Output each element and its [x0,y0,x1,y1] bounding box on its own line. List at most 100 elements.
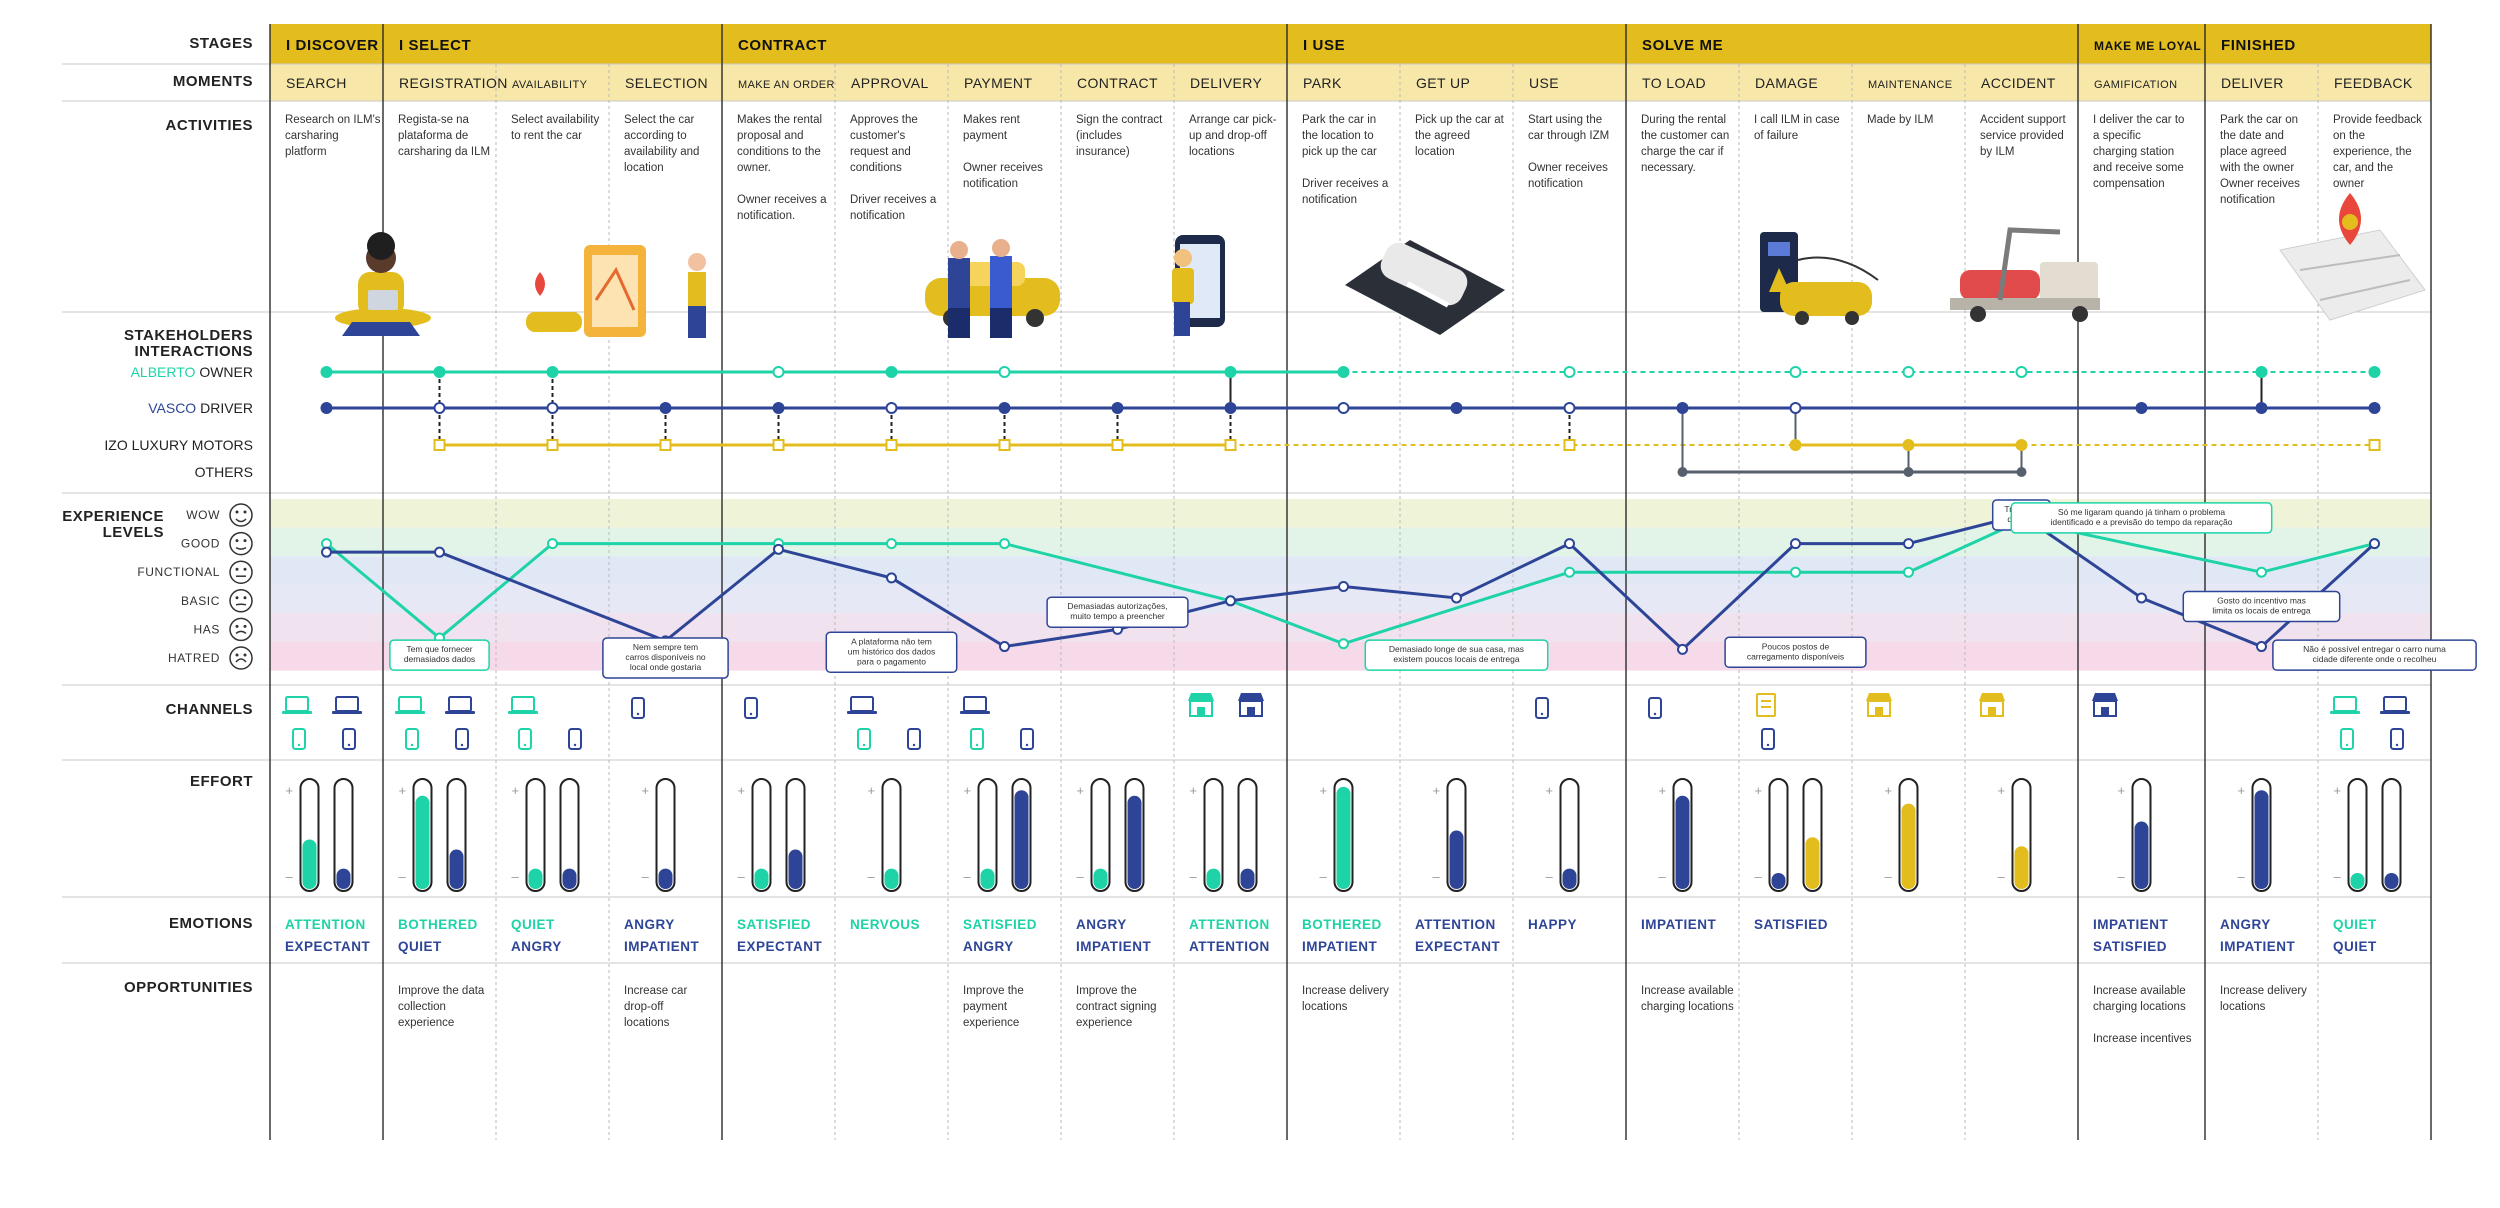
emotion-owner: SATISFIED [737,917,811,932]
izo-touchpoint [772,439,785,451]
laptop-base [282,711,312,714]
driver-touchpoint [998,402,1011,414]
activity-text: place agreed [2220,146,2287,158]
stages-band [270,24,2431,64]
experience-band-has [270,613,2431,642]
stakeholder-role: IZO LUXURY MOTORS [104,437,253,453]
phone-body [857,728,871,750]
emotion-driver: QUIET [2333,939,2377,954]
store-door [2101,707,2109,716]
note-box [389,639,490,671]
store-door [1875,707,1883,716]
effort-track [977,778,998,892]
activity-text: Park the car in [1302,114,1376,126]
effort-fill [336,868,351,889]
owner-experience-point [547,538,558,550]
handshake-car-illustration [925,239,1060,338]
activity-text: compensation [2093,178,2165,190]
emotion-owner: BOTHERED [1302,917,1382,932]
activity-text: Select availability [511,114,599,126]
effort-minus: – [1885,869,1893,884]
face-eye [235,653,239,657]
emotion-driver: QUIET [398,939,442,954]
emotion-owner: BOTHERED [398,917,478,932]
store-door [1247,707,1255,716]
note-box [2182,590,2341,623]
moment-label: MAKE AN ORDER [738,79,835,91]
owner-experience-point [2256,566,2267,578]
moment-label: TO LOAD [1642,75,1706,91]
opportunity-text: collection [398,1001,446,1013]
laptop-icon [282,696,312,714]
effort-bar [785,778,806,892]
emotion-owner: SATISFIED [963,917,1037,932]
face-mouth [235,518,247,523]
activity-text: carsharing [285,130,339,142]
phone-body [518,728,532,750]
stakeholder-name: VASCO [148,400,200,416]
driver-touchpoint [659,402,672,414]
effort-plus: + [1546,783,1554,798]
driver-experience-point [321,546,332,558]
laptop-screen [285,696,309,712]
activity-text: and receive some [2093,162,2184,174]
activity-text: necessary. [1641,162,1696,174]
row-label-effort: EFFORT [190,773,253,790]
effort-minus: – [2238,869,2246,884]
effort-bar [2011,778,2032,892]
owner-experience-point [1790,566,1801,578]
driver-touchpoint [772,402,785,414]
note-text: Gosto do incentivo mas [2217,596,2306,606]
activity-text: notification [1528,178,1583,190]
effort-minus: – [868,869,876,884]
activity-text: Made by ILM [1867,114,1933,126]
driver-experience-point [1790,538,1801,550]
effort-plus: + [1998,783,2006,798]
effort-fill [1675,795,1690,889]
face-mouth [235,658,247,663]
phone-body [907,728,921,750]
activity-text: to rent the car [511,130,582,142]
building-body [1756,693,1776,717]
activity-text: Arrange car pick- [1189,114,1277,126]
moment-label: PAYMENT [964,75,1032,91]
owner-experience-point [886,538,897,550]
moment-label: MAINTENANCE [1868,79,1952,91]
effort-fill [2384,873,2399,889]
opportunity-text: Increase available [2093,985,2186,997]
driver-touchpoint [1676,402,1689,414]
activity-text: owner. [737,162,771,174]
activity-text: with the owner [2219,162,2294,174]
effort-fill [1562,868,1577,889]
effort-track [559,778,580,892]
effort-bar [1237,778,1258,892]
driver-experience-point [1338,581,1349,592]
emotion-owner: IMPATIENT [1641,917,1716,932]
face-hatred-icon [229,646,253,670]
face-has-icon [229,617,253,642]
phone-icon [631,697,645,719]
activity-text: availability and [624,146,699,158]
activity-text: Provide feedback [2333,114,2422,126]
face-outline [229,617,253,642]
effort-minus: – [964,869,972,884]
row-label-levels: LEVELS [103,524,164,541]
stakeholder-role: OWNER [199,364,253,380]
laptop-icon [445,696,475,714]
effort-bar [977,778,998,892]
pin-shape [535,272,545,296]
effort-bar [2347,778,2368,892]
note-text: Só me ligaram quando já tinham o problem… [2058,507,2226,517]
person-laptop-illustration [335,232,431,336]
tow-crane [1997,227,2061,301]
izo-touchpoint [546,439,559,451]
phone-button [862,743,866,747]
emotion-owner: ATTENTION [1415,917,1496,932]
laptop-screen [2333,696,2357,712]
phone-icon [518,728,532,750]
truck-bed [1950,298,2100,310]
activity-text: the agreed [1415,130,1470,142]
face-mouth [235,630,247,635]
activity-text: Accident support [1980,114,2066,126]
